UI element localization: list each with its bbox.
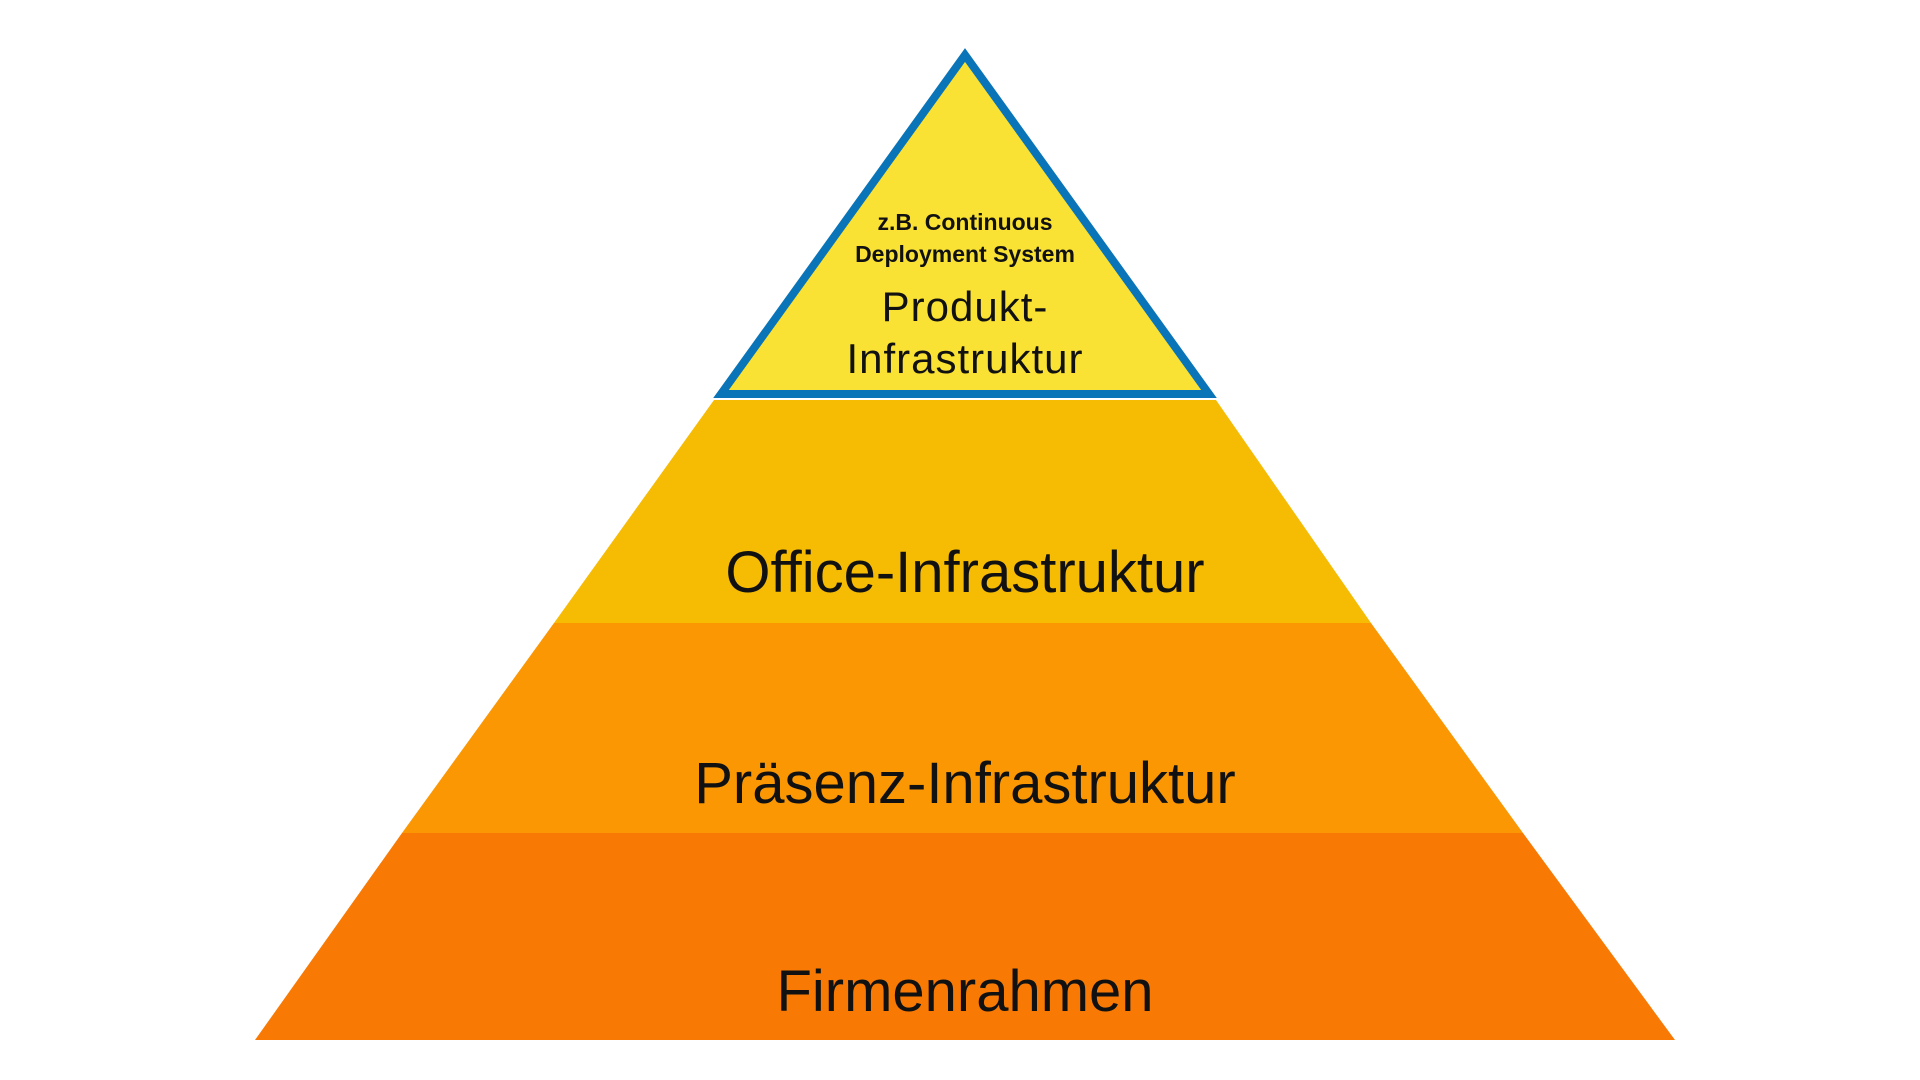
top-title-line-2: Infrastruktur [846, 335, 1083, 382]
level-praesenz-shape [402, 623, 1523, 833]
top-title-line-1: Produkt- [882, 283, 1049, 330]
level-praesenz-label: Präsenz-Infrastruktur [694, 751, 1236, 816]
level-top-outline [713, 48, 1217, 398]
top-note-line-2: Deployment System [855, 241, 1075, 267]
level-office-label: Office-Infrastruktur [725, 540, 1204, 605]
level-firmenrahmen-label: Firmenrahmen [776, 959, 1153, 1024]
top-note-line-1: z.B. Continuous [877, 209, 1052, 235]
level-firmenrahmen-shape [255, 833, 1675, 1040]
level-top-shape [721, 55, 1209, 394]
level-office-shape [554, 400, 1371, 623]
